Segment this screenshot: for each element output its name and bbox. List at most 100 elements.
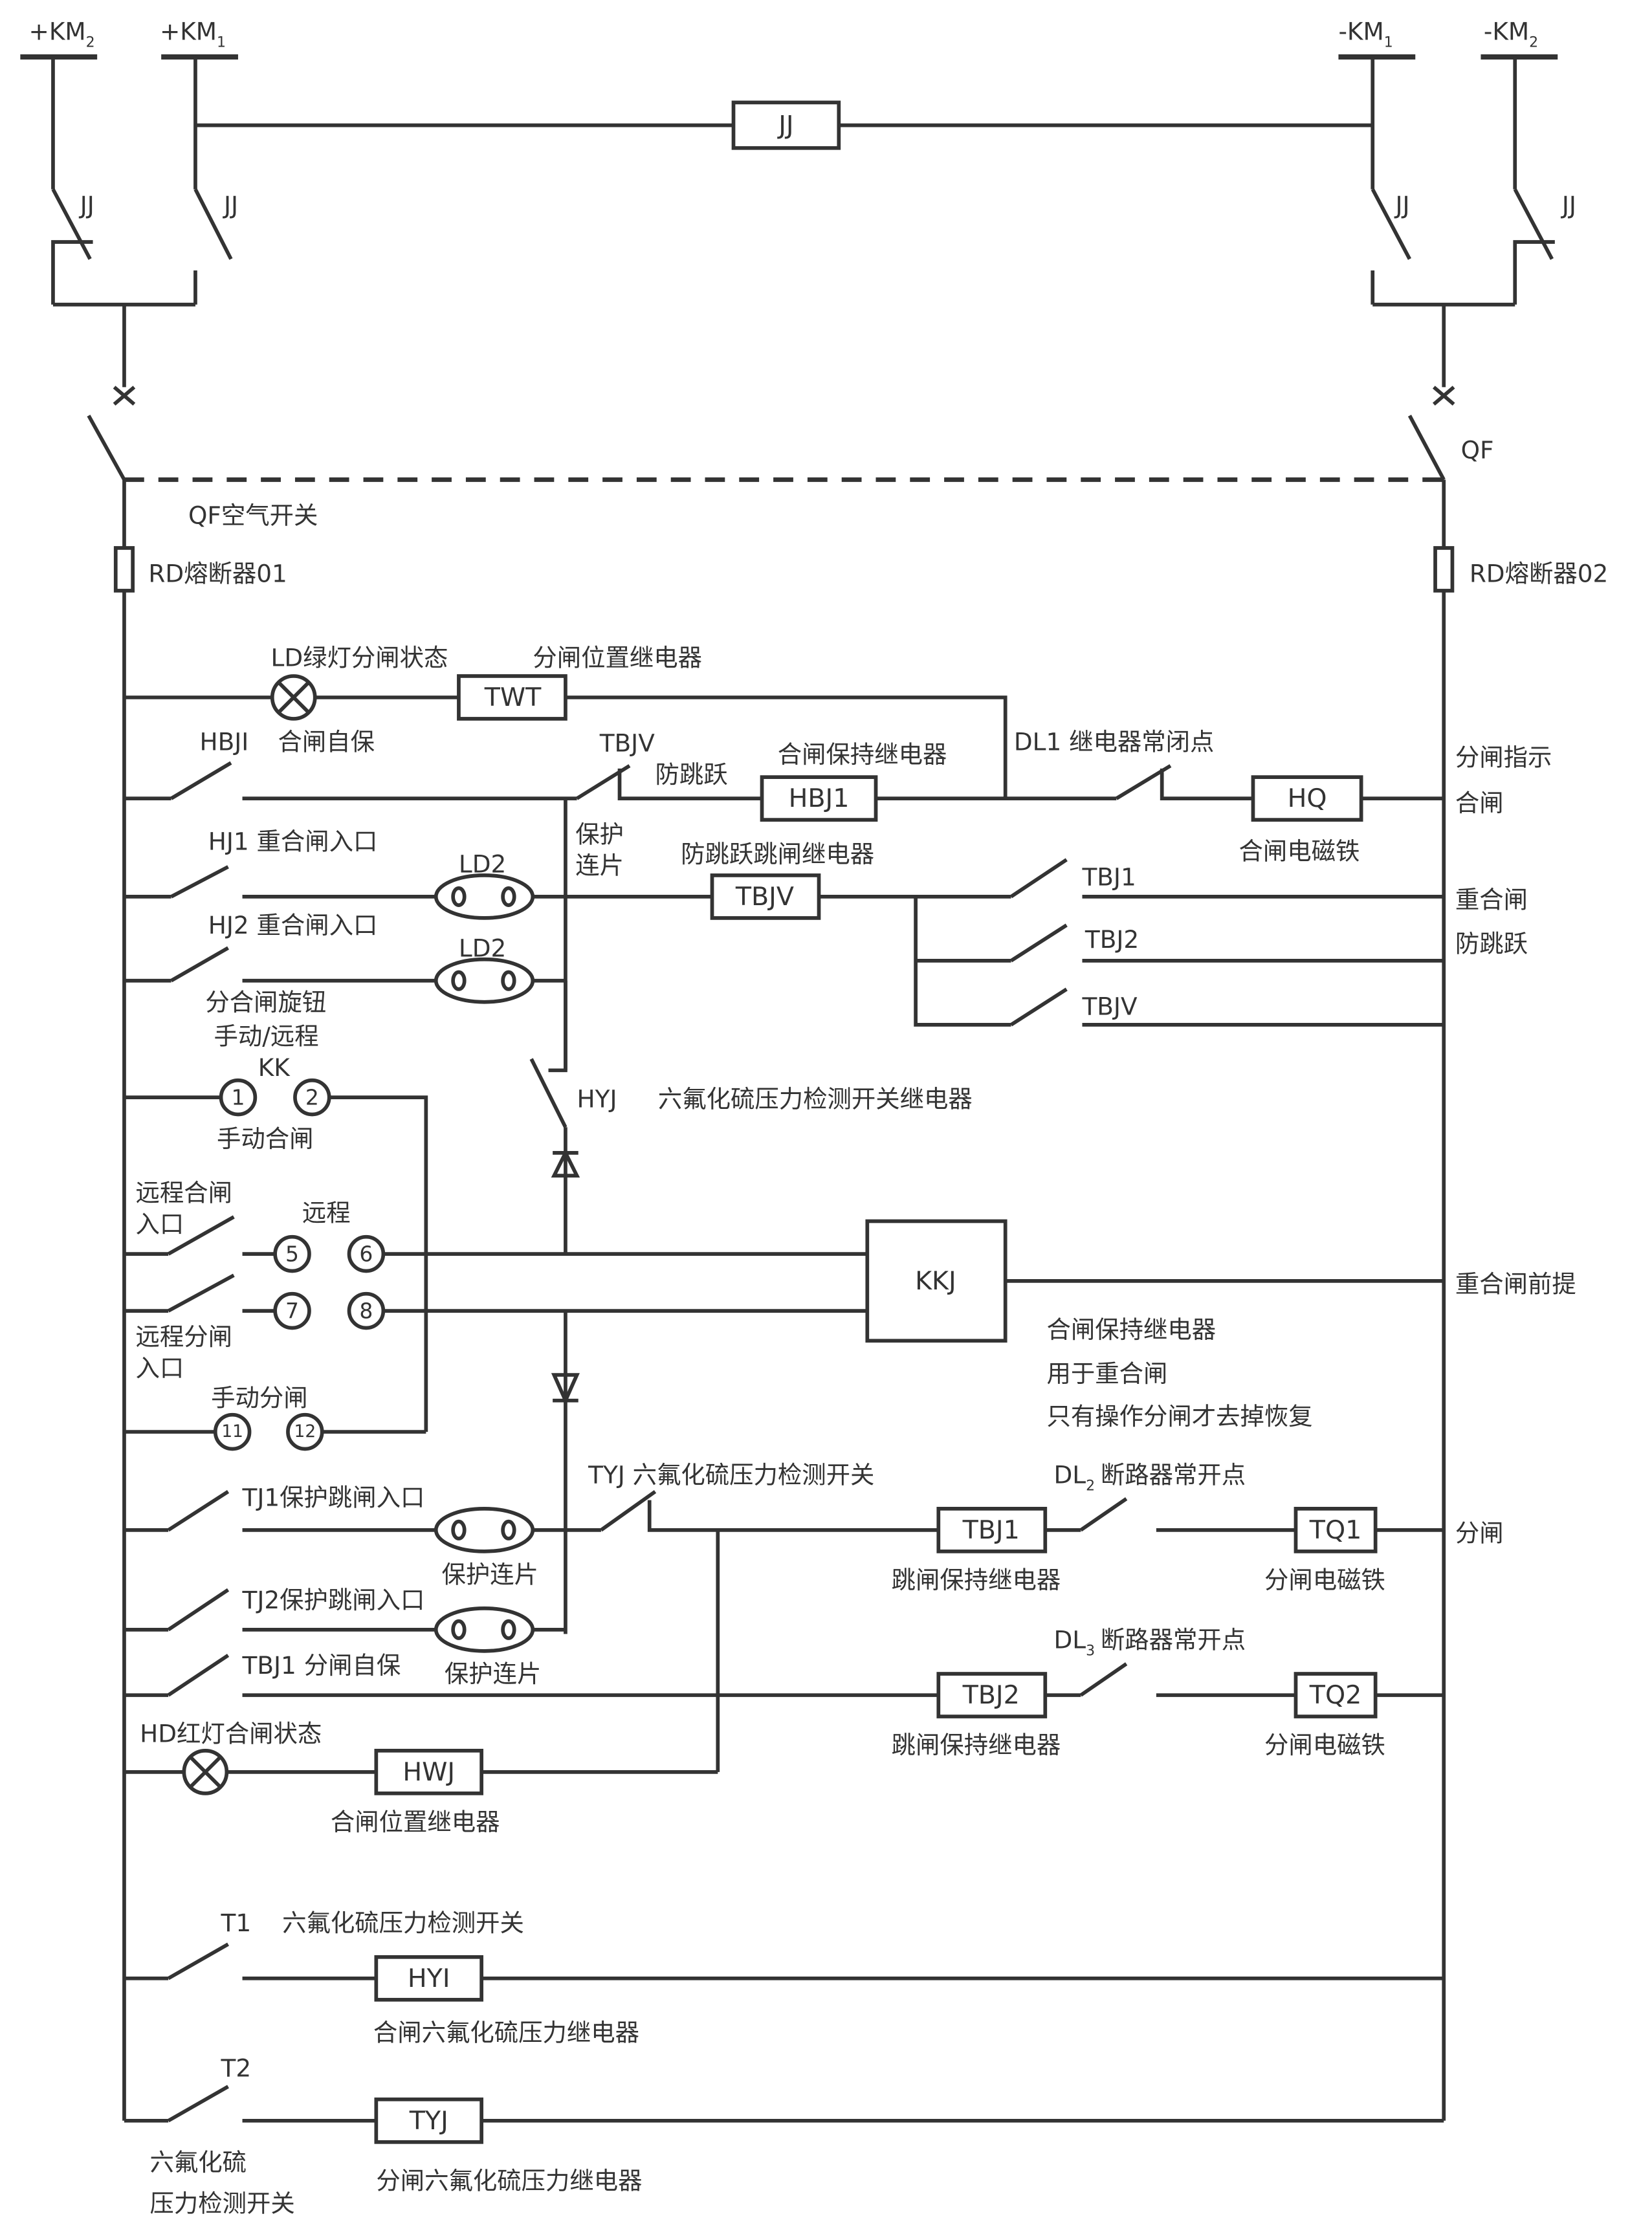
supply-section: +KM2 JJ +KM1 JJ JJ -KM1 JJ -KM2 JJ xyxy=(20,17,1608,2121)
ld2-plate-2 xyxy=(434,957,535,1004)
row-hwj: HD红灯合闸状态 HWJ 合闸位置继电器 xyxy=(124,1720,718,1836)
tq1-coil-label: TQ1 xyxy=(1309,1515,1362,1545)
row-hj1: HJ1 重合闸入口 LD2 TBJV 防跳跃跳闸继电器 TBJ1 重合闸 TBJ… xyxy=(124,827,1528,1027)
t2-contact xyxy=(167,2085,229,2123)
remote-open-label-2: 入口 xyxy=(136,1354,184,1382)
breaker-x-right xyxy=(1432,386,1455,406)
hbj-contact-label: HBJI xyxy=(200,727,249,756)
remote-label: 远程 xyxy=(302,1198,351,1227)
tq2-coil-desc: 分闸电磁铁 xyxy=(1264,1731,1385,1759)
protect-plate-2 xyxy=(434,1606,535,1653)
protect-plate-1-label: 保护连片 xyxy=(442,1560,539,1588)
tbj2-relay-label: TBJ2 xyxy=(962,1680,1020,1710)
hj2-contact xyxy=(170,946,229,983)
hq-coil-label: HQ xyxy=(1288,784,1327,813)
manual-open-label: 手动分闸 xyxy=(211,1383,308,1412)
svg-text:5: 5 xyxy=(285,1242,299,1267)
right-label-close: 合闸 xyxy=(1455,789,1504,817)
svg-text:7: 7 xyxy=(285,1299,299,1324)
red-lamp-label: HD红灯合闸状态 xyxy=(140,1720,322,1748)
tq2-coil-label: TQ2 xyxy=(1309,1680,1362,1710)
tj2-contact xyxy=(167,1588,230,1632)
qf-label: QF xyxy=(1461,435,1494,464)
qf-desc: QF空气开关 xyxy=(188,501,318,530)
tyj-contact xyxy=(600,1490,657,1532)
qf-left-blade xyxy=(87,414,126,481)
protect-plate-2-label: 保护连片 xyxy=(445,1660,542,1688)
kk-switch: 分合闸旋钮 手动/远程 KK 1 2 手动合闸 远程合闸 入口 远程 5 6 7… xyxy=(124,988,868,1451)
svg-text:6: 6 xyxy=(359,1242,373,1267)
kkj-block: KKJ 重合闸前提 合闸保持继电器 用于重合闸 只有操作分闸才去掉恢复 xyxy=(865,1219,1576,1430)
hbj1-relay-label: HBJ1 xyxy=(789,784,850,813)
jj-contact-no-2 xyxy=(193,188,233,260)
tbjv-relay-desc: 防跳跃跳闸继电器 xyxy=(681,840,874,868)
remote-open-contact xyxy=(167,1273,235,1313)
hj1-contact-label: HJ1 重合闸入口 xyxy=(208,827,378,855)
label-plus-km2: +KM2 xyxy=(29,17,95,51)
kkj-note-3: 只有操作分闸才去掉恢复 xyxy=(1046,1402,1312,1430)
hyi-relay-desc: 合闸六氟化硫压力继电器 xyxy=(373,2019,639,2047)
right-label-antipump: 防跳跃 xyxy=(1455,930,1528,958)
t1-contact-label: T1 xyxy=(221,1909,252,1937)
svg-text:8: 8 xyxy=(359,1299,373,1324)
fuse-left-label: RD熔断器01 xyxy=(148,560,287,588)
tyj-relay-desc: 分闸六氟化硫压力继电器 xyxy=(376,2166,642,2195)
ld2-plate-1 xyxy=(434,873,535,920)
tbj2-relay-desc: 跳闸保持继电器 xyxy=(892,1731,1061,1759)
row-hj2: HJ2 重合闸入口 LD2 xyxy=(124,911,566,1004)
kk-desc-3: KK xyxy=(258,1053,291,1082)
row-tj1: TJ1保护跳闸入口 保护连片 TYJ 六氟化硫压力检测开关 TBJ1 跳闸保持继… xyxy=(124,1460,1504,1772)
remote-close-label-1: 远程合闸 xyxy=(136,1179,233,1207)
hq-coil-desc: 合闸电磁铁 xyxy=(1239,837,1360,866)
tj1-contact xyxy=(167,1490,230,1532)
manual-close-label: 手动合闸 xyxy=(217,1124,314,1153)
tbjv-contact-label: TBJV xyxy=(599,729,655,758)
protect-plate-1 xyxy=(434,1507,535,1553)
ld2-label-2: LD2 xyxy=(459,934,506,962)
hbj-contact-desc: 合闸自保 xyxy=(278,727,375,756)
tbj1-relay-desc: 跳闸保持继电器 xyxy=(892,1566,1061,1594)
tbjv-relay-label: TBJV xyxy=(735,882,794,912)
kk-terminal-7 xyxy=(273,1291,311,1330)
tbjv-contact xyxy=(576,764,631,800)
twt-relay-label: TWT xyxy=(484,683,542,712)
tbjv-contact-2-label: TBJV xyxy=(1081,992,1137,1021)
label-minus-km1: -KM1 xyxy=(1338,17,1393,51)
label-minus-km2: -KM2 xyxy=(1484,17,1538,51)
remote-open-label-1: 远程分闸 xyxy=(136,1322,233,1351)
hyj-branch: HYJ 六氟化硫压力检测开关继电器 xyxy=(529,980,973,1634)
jj-contact-nc-4 xyxy=(1513,188,1554,260)
tyj-relay-label: TYJ xyxy=(409,2106,448,2136)
label-plus-km1: +KM1 xyxy=(160,17,226,51)
hbj1-relay-desc: 合闸保持继电器 xyxy=(778,740,947,769)
row-hbj: HBJI 合闸自保 TBJV 防跳跃 HBJ1 合闸保持继电器 DL1 继电器常… xyxy=(124,727,1552,866)
jj-relay-label: JJ xyxy=(776,111,793,140)
row-twt: LD绿灯分闸状态 TWT 分闸位置继电器 xyxy=(124,644,1008,799)
jj-label-1: JJ xyxy=(79,191,94,219)
right-label-trip: 分闸 xyxy=(1455,1518,1504,1547)
t1-contact xyxy=(167,1942,229,1980)
dl2-contact-no xyxy=(1079,1497,1128,1532)
svg-text:12: 12 xyxy=(294,1422,316,1441)
green-lamp-label: LD绿灯分闸状态 xyxy=(271,644,448,672)
ld2-label-1: LD2 xyxy=(459,850,506,879)
kkj-relay-label: KKJ xyxy=(915,1266,956,1296)
twt-relay-desc: 分闸位置继电器 xyxy=(533,644,702,672)
tbj2-contact-label: TBJ2 xyxy=(1085,925,1139,954)
protect-plate-label-2: 连片 xyxy=(575,851,624,880)
jj-relay-box xyxy=(731,100,841,150)
row-t1: T1 六氟化硫压力检测开关 HYI 合闸六氟化硫压力继电器 xyxy=(124,1909,1444,2047)
kk-terminal-5 xyxy=(273,1234,311,1273)
hyj-contact xyxy=(529,1058,567,1128)
tbj2-relay-box xyxy=(936,1672,1048,1718)
kkj-relay-box xyxy=(865,1219,1008,1343)
hyj-desc: 六氟化硫压力检测开关继电器 xyxy=(658,1085,973,1113)
fuse-left-icon xyxy=(113,546,135,593)
tj1-contact-label: TJ1保护跳闸入口 xyxy=(242,1483,425,1511)
right-label-reclose: 重合闸 xyxy=(1455,886,1528,914)
jj-label-4: JJ xyxy=(1561,191,1576,219)
jj-contact-nc-1 xyxy=(51,188,92,260)
tbjv-contact-2 xyxy=(1009,987,1068,1027)
row-tj2: TJ2保护跳闸入口 保护连片 xyxy=(124,1586,566,1688)
